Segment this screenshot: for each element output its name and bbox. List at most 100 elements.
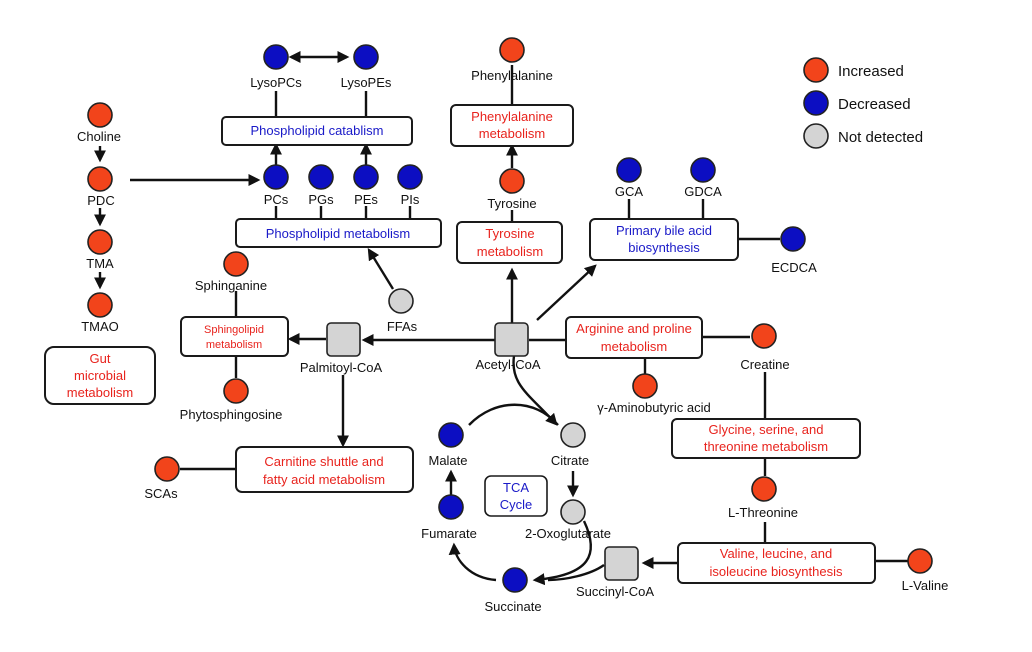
label-malate: Malate (428, 453, 467, 468)
box-label: TCA (503, 480, 529, 495)
label-lysopcs: LysoPCs (250, 75, 302, 90)
box-label: Phospholipid metabolism (266, 226, 411, 241)
label-tma: TMA (86, 256, 114, 271)
box-label: metabolism (67, 385, 133, 400)
node-palmitoyl-coa (326, 322, 361, 357)
box-label: Primary bile acid (616, 223, 712, 238)
box-label: Tyrosine (485, 226, 534, 241)
label-creatine: Creatine (740, 357, 789, 372)
label-gca: GCA (615, 184, 644, 199)
coa-nodes (326, 322, 639, 581)
box-label: isoleucine biosynthesis (710, 564, 843, 579)
connector (532, 520, 593, 586)
box-primary-bile-acid: Primary bile acid biosynthesis (589, 218, 739, 261)
legend-label-decreased: Decreased (838, 96, 911, 113)
metabolite-nodes (87, 37, 933, 593)
node-lysopcs (263, 44, 289, 70)
box-arginine-proline: Arginine and proline metabolism (565, 316, 703, 359)
node-phytosphingosine (223, 378, 249, 404)
box-label: Phospholipid catablism (251, 123, 384, 138)
node-oxoglutarate (560, 499, 586, 525)
legend-label-increased: Increased (838, 63, 904, 80)
box-label: fatty acid metabolism (263, 472, 385, 487)
box-glycine-serine-threonine: Glycine, serine, and threonine metabolis… (671, 418, 861, 459)
label-succinate: Succinate (484, 599, 541, 614)
pathway-boxes: Phospholipid catablism Phospholipid meta… (44, 104, 876, 584)
box-phenylalanine-metabolism: Phenylalanine metabolism (450, 104, 574, 147)
node-l-valine (907, 548, 933, 574)
box-tyrosine-metabolism: Tyrosine metabolism (456, 221, 563, 264)
node-gaba (632, 373, 658, 399)
label-pcs: PCs (264, 192, 289, 207)
box-valine-leucine: Valine, leucine, and isoleucine biosynth… (677, 542, 876, 584)
box-label: metabolism (206, 339, 262, 351)
node-acetyl-coa (494, 322, 529, 357)
box-label: Valine, leucine, and (720, 546, 833, 561)
box-label: Arginine and proline (576, 321, 692, 336)
label-tyrosine: Tyrosine (487, 196, 536, 211)
box-label: Glycine, serine, and (709, 422, 824, 437)
label-gdca: GDCA (684, 184, 722, 199)
label-l-valine: L-Valine (902, 578, 949, 593)
node-gdca (690, 157, 716, 183)
node-pcs (263, 164, 289, 190)
node-pgs (308, 164, 334, 190)
node-succinate (502, 567, 528, 593)
node-tmao (87, 292, 113, 318)
node-creatine (751, 323, 777, 349)
box-label: metabolism (477, 244, 543, 259)
node-l-threonine (751, 476, 777, 502)
label-ecdca: ECDCA (771, 260, 817, 275)
box-label: threonine metabolism (704, 439, 828, 454)
label-tmao: TMAO (81, 319, 119, 334)
label-pis: PIs (401, 192, 420, 207)
label-scas: SCAs (144, 486, 178, 501)
label-lysopes: LysoPEs (341, 75, 392, 90)
box-label: Sphingolipid (204, 324, 264, 336)
label-succinyl-coa: Succinyl-CoA (576, 584, 654, 599)
box-tca-cycle: TCA Cycle (484, 475, 548, 517)
node-tma (87, 229, 113, 255)
node-ffas (388, 288, 414, 314)
node-sphinganine (223, 251, 249, 277)
connectors (94, 51, 908, 586)
label-pgs: PGs (308, 192, 334, 207)
node-pdc (87, 166, 113, 192)
node-malate (438, 422, 464, 448)
node-ecdca (780, 226, 806, 252)
node-lysopes (353, 44, 379, 70)
connector (468, 403, 559, 426)
label-ffas: FFAs (387, 319, 418, 334)
legend: Increased Decreased Not detected (803, 57, 923, 149)
label-acetyl-coa: Acetyl-CoA (475, 357, 540, 372)
connector (547, 564, 605, 582)
label-pdc: PDC (87, 193, 114, 208)
node-phenylalanine (499, 37, 525, 63)
box-label: biosynthesis (628, 240, 700, 255)
box-label: Phenylalanine (471, 109, 553, 124)
label-pes: PEs (354, 192, 378, 207)
label-oxoglutarate: 2-Oxoglutarate (525, 526, 611, 541)
node-gca (616, 157, 642, 183)
box-phospholipid-catabolism: Phospholipid catablism (221, 116, 413, 146)
connector (448, 542, 497, 582)
label-fumarate: Fumarate (421, 526, 477, 541)
legend-swatch-increased (803, 57, 829, 83)
box-label: Gut (90, 351, 111, 366)
box-label: metabolism (601, 339, 667, 354)
box-label: microbial (74, 368, 126, 383)
box-label: metabolism (479, 126, 545, 141)
label-gaba: γ-Aminobutyric acid (597, 400, 710, 415)
node-pis (397, 164, 423, 190)
node-fumarate (438, 494, 464, 520)
connector (536, 264, 597, 321)
label-l-threonine: L-Threonine (728, 505, 798, 520)
node-scas (154, 456, 180, 482)
node-tyrosine (499, 168, 525, 194)
legend-label-not-detected: Not detected (838, 129, 923, 146)
box-label: Cycle (500, 497, 533, 512)
legend-swatch-decreased (803, 90, 829, 116)
node-citrate (560, 422, 586, 448)
box-label: Carnitine shuttle and (264, 454, 383, 469)
